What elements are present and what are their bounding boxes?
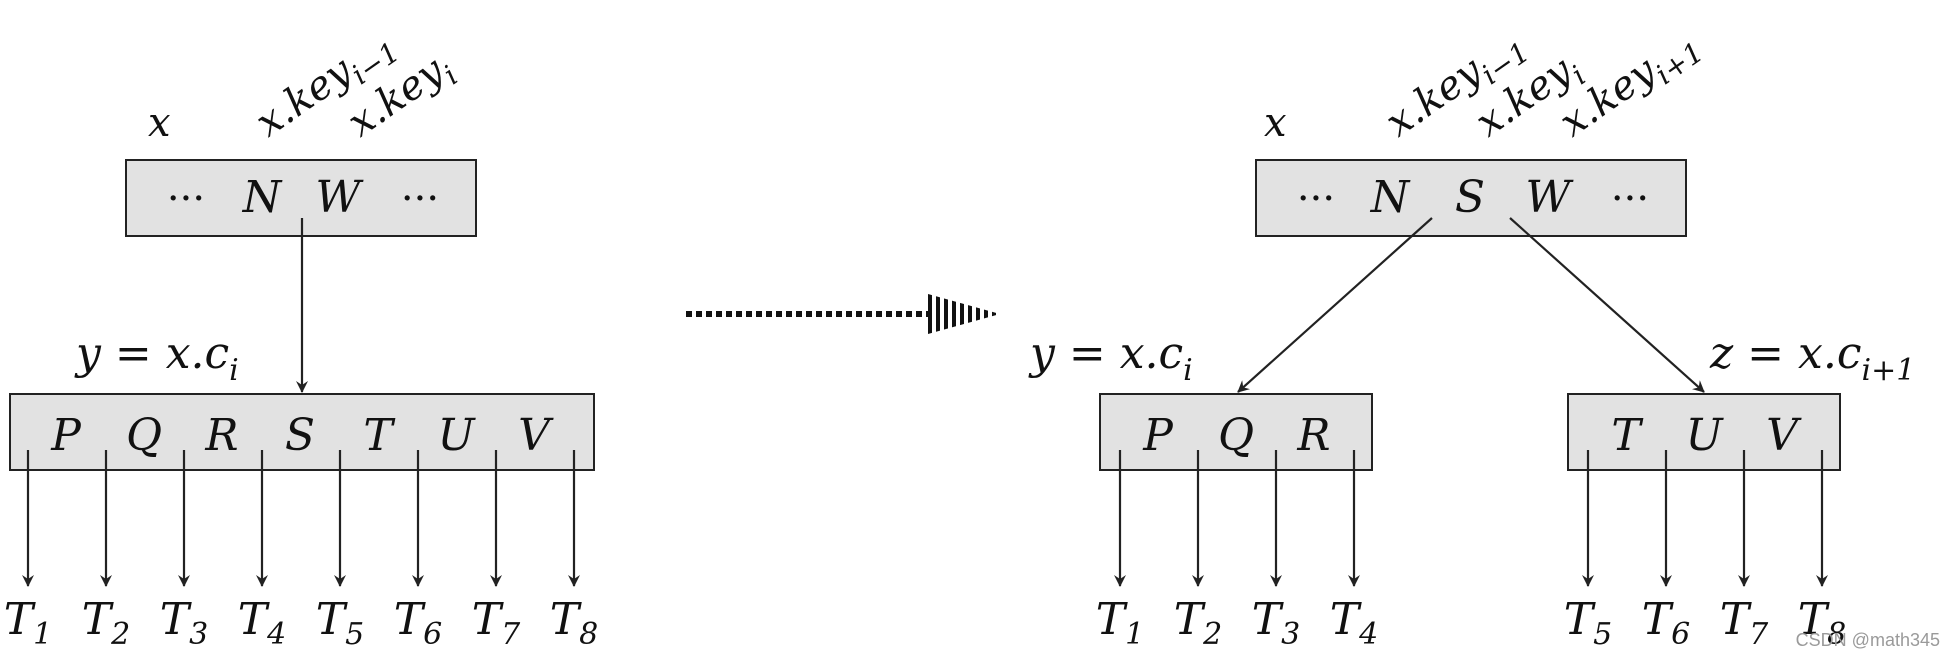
subtree-label: T4 [1330, 594, 1378, 652]
subtree-label: T5 [316, 594, 364, 652]
right-child-key: U [1685, 410, 1724, 461]
subtree-label: T3 [1252, 594, 1300, 652]
subtree-label: T7 [1720, 594, 1769, 652]
subtree-label: T3 [160, 594, 208, 652]
subtree-label: T4 [238, 594, 286, 652]
transition-arrow [686, 294, 1000, 334]
subtree-label: T6 [1642, 594, 1690, 652]
parent-key-W: W [315, 172, 364, 223]
parent-key-ellipsis-right: ··· [401, 176, 439, 222]
left-child-key: R [1296, 410, 1330, 461]
subtree-label: T1 [4, 594, 52, 652]
child-key: U [437, 410, 476, 461]
right-child-key: V [1766, 410, 1802, 461]
subtree-label: T7 [472, 594, 521, 652]
subtree-label: T6 [394, 594, 442, 652]
parent-key-ellipsis-left: ··· [167, 176, 205, 222]
subtree-label: T1 [1096, 594, 1144, 652]
label-x-after: x [1264, 100, 1287, 146]
left-child-key: P [1142, 410, 1174, 461]
parent-key-S-after: S [1455, 172, 1485, 223]
subtree-label: T8 [550, 594, 598, 652]
parent-key-ellipsis-left-after: ··· [1297, 176, 1335, 222]
striped-arrow-head [928, 294, 1000, 334]
subtree-label: T5 [1564, 594, 1612, 652]
label-y-child: y = x.ci [74, 328, 239, 388]
child-key: R [204, 410, 238, 461]
child-key: T [363, 410, 396, 461]
label-x: x [148, 100, 171, 146]
parent-key-W-after: W [1525, 172, 1574, 223]
parent-node-x-after [1255, 159, 1687, 237]
subtree-label: T2 [82, 594, 130, 652]
child-key: Q [126, 410, 162, 461]
child-key: S [285, 410, 315, 461]
watermark: CSDN @math345 [1796, 630, 1940, 650]
after-tree: x x.keyi−1 x.keyi x.keyi+1 ··· N S W ···… [1028, 35, 1915, 652]
subtree-label: T2 [1174, 594, 1222, 652]
subtree-label: T8 [1798, 594, 1846, 652]
child-node-z-after [1567, 393, 1841, 471]
label-z-after: z = x.ci+1 [1709, 328, 1915, 388]
right-child-key: T [1611, 410, 1644, 461]
child-node-y-after [1099, 393, 1373, 471]
label-y-after: y = x.ci [1028, 328, 1193, 388]
child-key: P [50, 410, 82, 461]
edge-x-to-z-after [1509, 217, 1705, 393]
left-child-key: Q [1218, 410, 1254, 461]
before-tree: x x.keyi−1 x.keyi ··· N W ··· y = x.ci P… [4, 35, 598, 652]
edge-x-to-y-after [1237, 217, 1433, 393]
parent-key-ellipsis-right-after: ··· [1611, 176, 1649, 222]
parent-key-N-after: N [1370, 172, 1411, 223]
child-key: V [518, 410, 554, 461]
parent-key-N: N [242, 172, 283, 223]
